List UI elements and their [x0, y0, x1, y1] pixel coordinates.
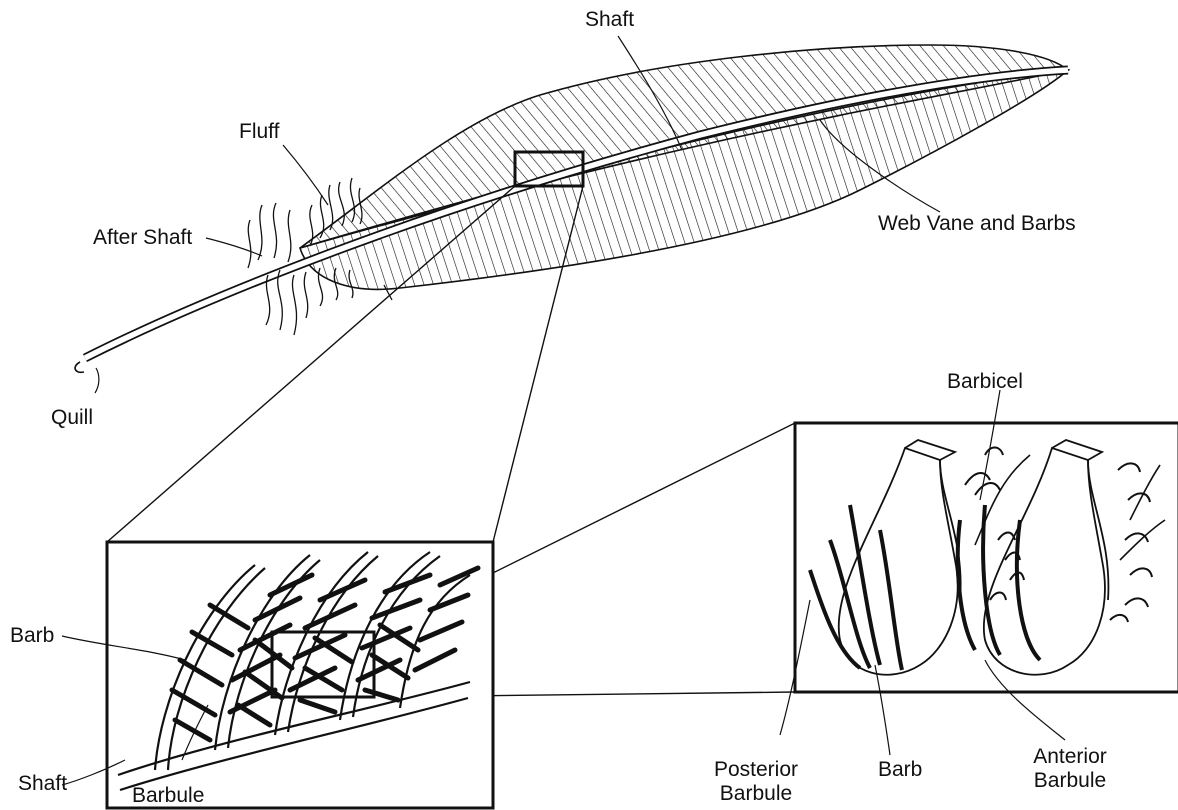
label-barb-right: Barb	[878, 758, 922, 782]
label-after-shaft: After Shaft	[93, 226, 192, 250]
label-barbule: Barbule	[132, 784, 204, 808]
label-shaft-top: Shaft	[585, 8, 634, 32]
label-barb-left: Barb	[10, 624, 54, 648]
quill	[75, 362, 84, 372]
label-anterior-barbule: Anterior Barbule	[1004, 745, 1136, 793]
label-anterior-line2: Barbule	[1004, 769, 1136, 793]
label-posterior-line2: Barbule	[688, 782, 824, 806]
label-web-vane: Web Vane and Barbs	[878, 212, 1076, 236]
label-anterior-line1: Anterior	[1004, 745, 1136, 769]
label-posterior-barbule: Posterior Barbule	[688, 758, 824, 806]
label-fluff: Fluff	[239, 120, 279, 144]
label-posterior-line1: Posterior	[688, 758, 824, 782]
panel-barbs	[107, 542, 493, 808]
label-barbicel: Barbicel	[947, 370, 1023, 394]
label-shaft-bottom: Shaft	[18, 772, 67, 796]
label-quill: Quill	[51, 406, 93, 430]
